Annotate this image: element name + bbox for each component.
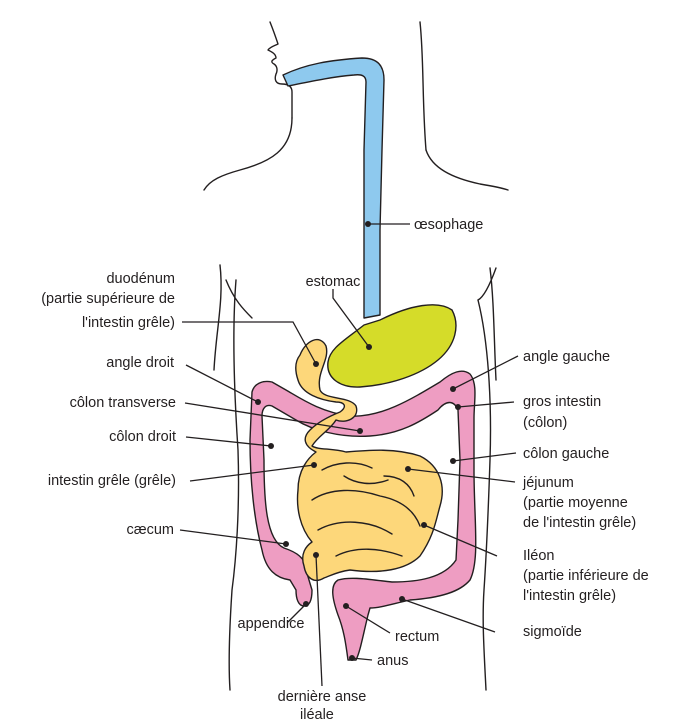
right-torso [478,300,491,690]
label-oesophagus: œsophage [414,217,483,233]
right-arm [490,268,496,380]
label-jejunum-line3: de l'intestin grêle) [523,515,636,531]
label-appendice: appendice [238,616,305,632]
leader-angle-droit [186,365,258,402]
label-jejunum-line2: (partie moyenne [523,495,628,511]
label-duodenum-line2: (partie supérieure de [41,291,175,307]
label-ileon-line3: l'intestin grêle) [523,588,616,604]
leader-duodenum [182,322,316,364]
label-rectum: rectum [395,629,439,645]
face-profile [268,22,292,118]
label-ileon-line2: (partie inférieure de [523,568,649,584]
label-gros-intestin-line2: (côlon) [523,415,567,431]
leader-sigmoide [402,599,495,632]
label-derniere-anse-line1: dernière anse [278,689,367,705]
label-angle-gauche: angle gauche [523,349,610,365]
label-jejunum-line1: jéjunum [522,475,574,491]
label-derniere-anse-line2: iléale [300,707,334,722]
left-shoulder [204,118,292,190]
label-gros-intestin-line1: gros intestin [523,394,601,410]
right-arm-inner [478,268,496,300]
label-duodenum-line3: l'intestin grêle) [82,315,175,331]
label-intestin-grele: intestin grêle (grêle) [48,473,176,489]
label-estomac: estomac [306,274,361,290]
label-colon-gauche: côlon gauche [523,446,609,462]
label-colon-transverse: côlon transverse [70,395,176,411]
label-sigmoide: sigmoïde [523,624,582,640]
neck-right [420,22,426,150]
label-ileon-line1: Iléon [523,548,554,564]
left-arm-inner [226,280,252,318]
label-angle-droit: angle droit [106,355,174,371]
label-caecum: cæcum [126,522,174,538]
label-anus: anus [377,653,408,669]
left-arm [214,265,221,370]
right-shoulder [426,150,508,190]
label-colon-droit: côlon droit [109,429,176,445]
label-duodenum-line1: duodénum [106,271,175,287]
